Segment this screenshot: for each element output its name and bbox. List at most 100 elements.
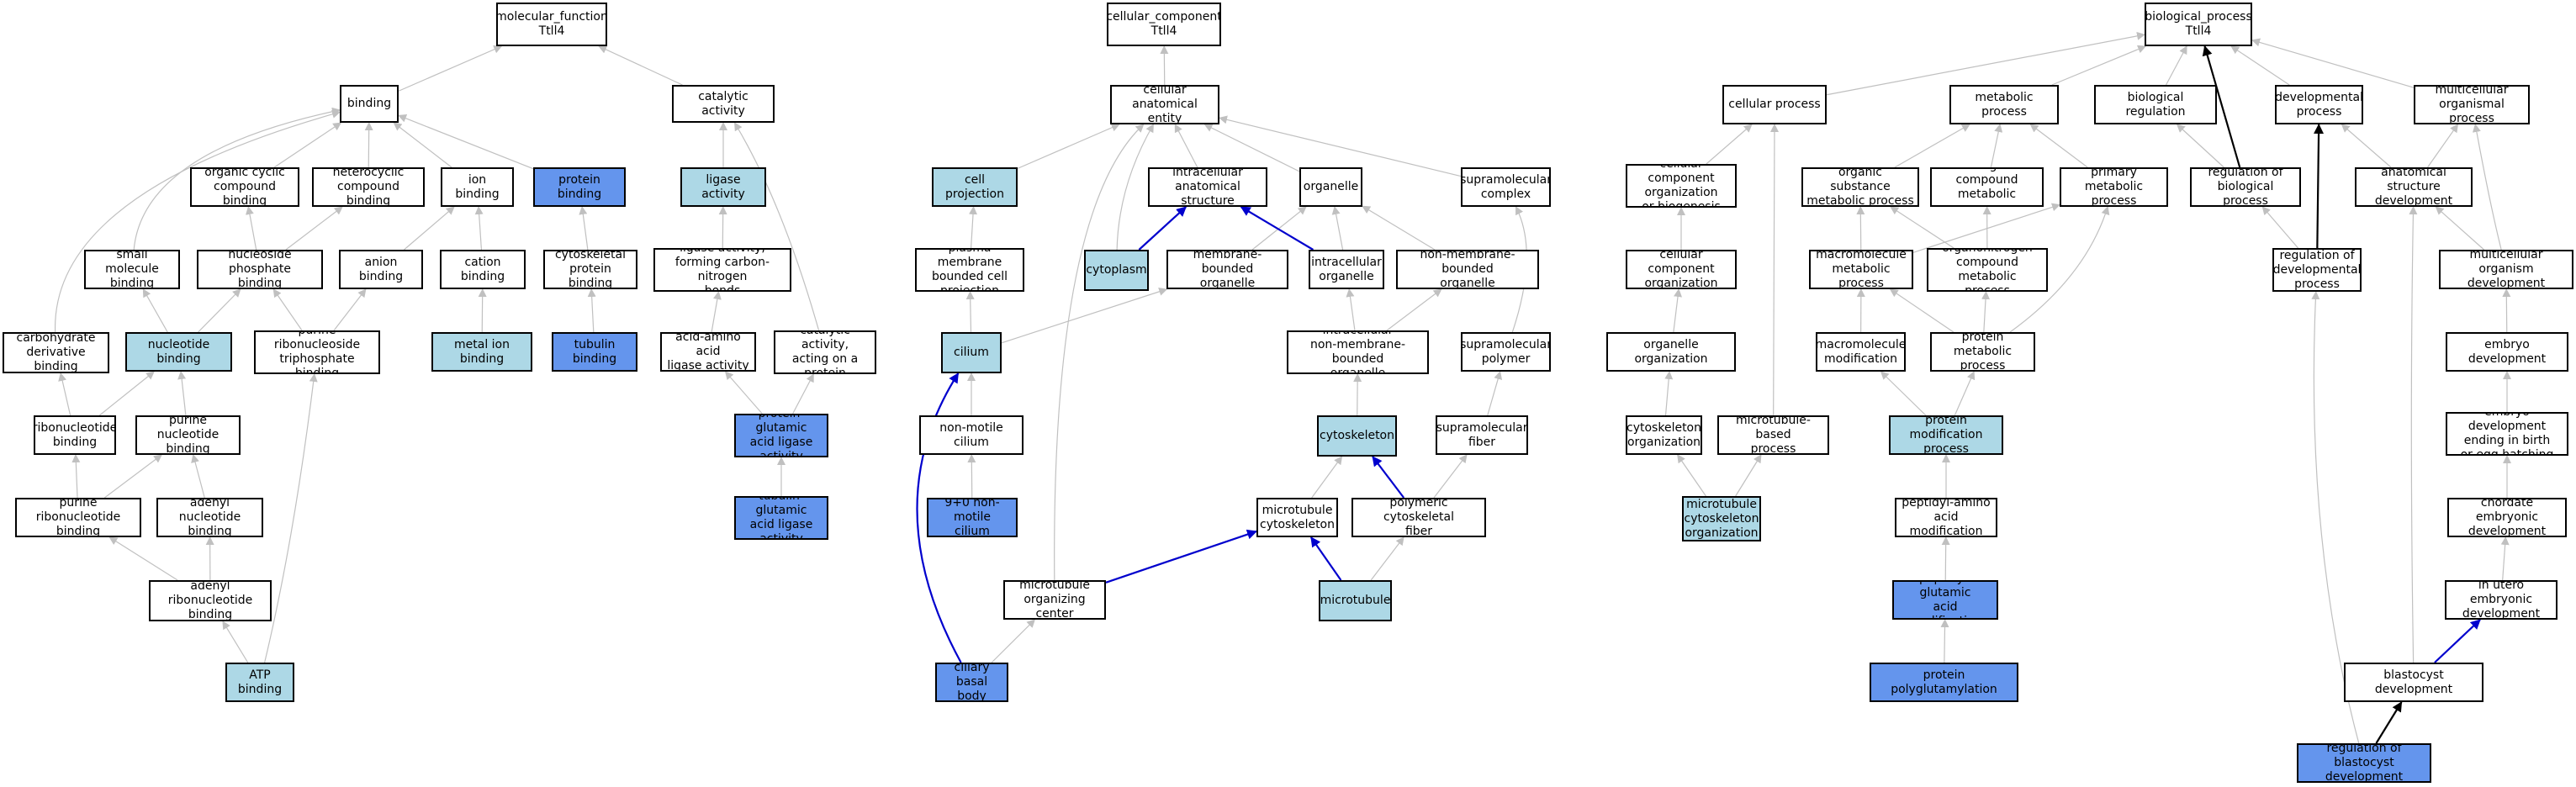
node-organic-cyclic-compound-binding[interactable]: organic cyclic compound binding (190, 167, 299, 207)
node-intracellular-anatomical-structure[interactable]: intracellular anatomical structure (1148, 167, 1267, 207)
node-non-motile-cilium[interactable]: non-motile cilium (919, 415, 1024, 455)
node-cell-projection[interactable]: cell projection (932, 167, 1018, 207)
node-purine-ribonucleotide-binding[interactable]: purine ribonucleotide binding (15, 498, 141, 537)
node-small-molecule-binding[interactable]: small molecule binding (84, 250, 180, 289)
node-protein-polyglutamylation[interactable]: protein polyglutamylation (1870, 663, 2018, 702)
node-intracellular-organelle[interactable]: intracellular organelle (1309, 250, 1384, 289)
node-catalytic-activity-acting-on-protein[interactable]: catalytic activity, acting on a protein (774, 330, 876, 374)
node-developmental-process[interactable]: developmental process (2275, 85, 2363, 124)
node-multicellular-organismal-process[interactable]: multicellular organismal process (2414, 85, 2530, 124)
node-chordate-embryonic-development[interactable]: chordate embryonic development (2447, 498, 2567, 537)
node-cellular-process[interactable]: cellular process (1722, 85, 1827, 124)
node-cation-binding[interactable]: cation binding (440, 250, 526, 289)
edge-mmp-to-osmp (1856, 206, 1865, 251)
node-regulation-of-blastocyst-development[interactable]: regulation of blastocyst development (2297, 743, 2431, 783)
node-cytoskeleton[interactable]: cytoskeleton (1317, 415, 1397, 457)
node-supramolecular-polymer[interactable]: supramolecular polymer (1461, 332, 1551, 372)
node-protein-glutamic-acid-ligase-activity[interactable]: protein-glutamic acid ligase activity (734, 414, 828, 457)
node-microtubule-cytoskeleton-organization[interactable]: microtubule cytoskeleton organization (1682, 496, 1761, 541)
node-cytoplasm[interactable]: cytoplasm (1084, 250, 1149, 291)
node-atp-binding[interactable]: ATP binding (225, 663, 294, 702)
node-ligase-activity-carbon-nitrogen[interactable]: ligase activity, forming carbon-nitrogen… (653, 248, 791, 292)
node-peptidyl-amino-acid-modification[interactable]: peptidyl-amino acid modification (1895, 498, 1997, 537)
node-cilium[interactable]: cilium (941, 332, 1002, 373)
edge-prnb-to-ribo (71, 454, 81, 499)
edge-ocb-to-binding (273, 122, 342, 168)
node-macromolecule-modification[interactable]: macromolecule modification (1816, 332, 1906, 372)
node-protein-binding[interactable]: protein binding (533, 167, 626, 207)
node-supramolecular-complex[interactable]: supramolecular complex (1461, 167, 1551, 207)
edge-prtb-to-anionb (333, 288, 367, 331)
node-binding[interactable]: binding (340, 85, 399, 123)
node-cytoskeleton-organization[interactable]: cytoskeleton organization (1626, 415, 1702, 455)
node-biological-regulation[interactable]: biological regulation (2094, 85, 2217, 124)
node-microtubule-organizing-center[interactable]: microtubule organizing center (1003, 580, 1106, 620)
node-supramolecular-fiber[interactable]: supramolecular fiber (1436, 415, 1528, 455)
node-catalytic-activity[interactable]: catalytic activity (672, 85, 775, 123)
node-metabolic-process[interactable]: metabolic process (1949, 85, 2059, 124)
node-in-utero-embryonic-development[interactable]: in utero embryonic development (2445, 580, 2557, 620)
node-organelle[interactable]: organelle (1299, 167, 1362, 207)
node-cellular-component-organization-or-biogenesis[interactable]: cellular component organization or bioge… (1626, 164, 1737, 208)
node-9-0-non-motile-cilium[interactable]: 9+0 non-motile cilium (927, 498, 1018, 537)
node-protein-metabolic-process[interactable]: protein metabolic process (1930, 332, 2035, 372)
node-cytoskeletal-protein-binding[interactable]: cytoskeletal protein binding (543, 250, 637, 289)
node-purine-ribonucleoside-triphosphate-binding[interactable]: purine ribonucleoside triphosphate bindi… (254, 330, 380, 374)
node-nucleotide-binding[interactable]: nucleotide binding (125, 332, 232, 372)
node-organelle-organization[interactable]: organelle organization (1606, 332, 1736, 372)
node-organic-substance-metabolic-process[interactable]: organic substance metabolic process (1801, 167, 1919, 207)
node-primary-metabolic-process[interactable]: primary metabolic process (2060, 167, 2168, 207)
node-biological-process[interactable]: biological_process Ttll4 (2145, 3, 2252, 46)
node-microtubule-cytoskeleton[interactable]: microtubule cytoskeleton (1256, 498, 1338, 537)
node-regulation-of-biological-process[interactable]: regulation of biological process (2190, 167, 2301, 207)
node-anion-binding[interactable]: anion binding (339, 250, 423, 289)
node-adenyl-nucleotide-binding[interactable]: adenyl nucleotide binding (156, 498, 263, 537)
node-ligase-activity[interactable]: ligase activity (680, 167, 766, 207)
node-cellular-component[interactable]: cellular_component Ttll4 (1107, 3, 1221, 46)
node-ciliary-basal-body[interactable]: ciliary basal body (935, 663, 1008, 702)
edge-tubb-to-cytpb (587, 288, 596, 333)
node-multicellular-organism-development[interactable]: multicellular organism development (2439, 250, 2573, 289)
node-nitrogen-compound-metabolic-process[interactable]: nitrogen compound metabolic process (1930, 167, 2044, 207)
node-carbohydrate-derivative-binding[interactable]: carbohydrate derivative binding (3, 332, 109, 373)
node-microtubule[interactable]: microtubule (1319, 580, 1392, 621)
node-organonitrogen-compound-metabolic-process[interactable]: organonitrogen compound metabolic proces… (1927, 248, 2048, 292)
node-regulation-of-developmental-process[interactable]: regulation of developmental process (2272, 248, 2362, 292)
node-protein-modification-process[interactable]: protein modification process (1889, 415, 2003, 455)
node-ribonucleotide-binding[interactable]: ribonucleotide binding (34, 415, 116, 455)
node-blastocyst-development[interactable]: blastocyst development (2344, 663, 2483, 702)
edge-mtco-to-mtbp (1735, 454, 1762, 497)
edge-oo-to-cco (1673, 288, 1682, 333)
node-macromolecule-metabolic-process[interactable]: macromolecule metabolic process (1809, 250, 1913, 289)
node-adenyl-ribonucleotide-binding[interactable]: adenyl ribonucleotide binding (149, 580, 272, 621)
node-heterocyclic-compound-binding[interactable]: heterocyclic compound binding (312, 167, 425, 207)
edge-bioreg-to-bp (2166, 45, 2187, 86)
edge-nucb-to-npb (198, 288, 241, 333)
edge-osmp-to-metp (1894, 124, 1970, 168)
edge-mmp-to-pmp (1912, 203, 2060, 253)
node-cellular-component-organization[interactable]: cellular component organization (1626, 250, 1737, 289)
node-peptidyl-glutamic-acid-modification[interactable]: peptidyl-glutamic acid modification (1892, 580, 1998, 620)
node-tubulin-glutamic-acid-ligase-activity[interactable]: tubulin-glutamic acid ligase activity (734, 496, 828, 540)
node-polymeric-cytoskeletal-fiber[interactable]: polymeric cytoskeletal fiber (1351, 498, 1486, 537)
node-embryo-development[interactable]: embryo development (2446, 332, 2568, 372)
node-intracellular-non-membrane-bounded-organelle[interactable]: intracellular non-membrane-bounded organ… (1287, 330, 1429, 374)
node-molecular-function[interactable]: molecular_function Ttll4 (496, 3, 607, 46)
node-purine-nucleotide-binding[interactable]: purine nucleotide binding (135, 415, 241, 455)
node-embryo-development-ending-in-birth[interactable]: embryo development ending in birth or eg… (2446, 412, 2568, 456)
node-nucleoside-phosphate-binding[interactable]: nucleoside phosphate binding (197, 250, 323, 289)
node-non-membrane-bounded-organelle[interactable]: non-membrane-bounded organelle (1396, 250, 1539, 289)
node-microtubule-based-process[interactable]: microtubule-based process (1717, 415, 1829, 455)
node-acid-amino-acid-ligase-activity[interactable]: acid-amino acid ligase activity (660, 332, 756, 372)
node-cellular-anatomical-entity[interactable]: cellular anatomical entity (1110, 85, 1219, 124)
edge-pgal-to-aaal (724, 371, 763, 415)
node-tubulin-binding[interactable]: tubulin binding (552, 332, 637, 372)
node-metal-ion-binding[interactable]: metal ion binding (431, 332, 532, 372)
edge-npb-to-hcb (285, 206, 343, 251)
edge-ias-to-cae (1174, 124, 1198, 168)
node-ion-binding[interactable]: ion binding (441, 167, 514, 207)
node-membrane-bounded-organelle[interactable]: membrane-bounded organelle (1166, 250, 1288, 289)
edge-protmp-to-mmp (1889, 288, 1954, 333)
node-plasma-membrane-bounded-cell-projection[interactable]: plasma membrane bounded cell projection (915, 248, 1024, 292)
node-anatomical-structure-development[interactable]: anatomical structure development (2355, 167, 2473, 207)
